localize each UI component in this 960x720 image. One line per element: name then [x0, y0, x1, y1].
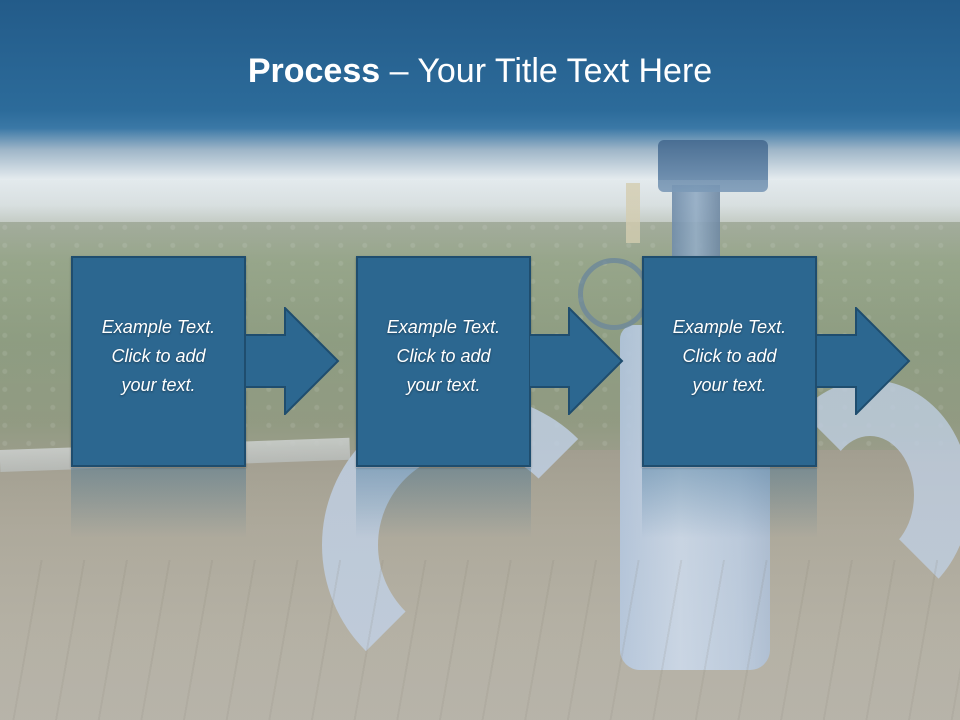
- step-reflection: [356, 468, 531, 538]
- process-step-1[interactable]: Example Text. Click to add your text.: [71, 256, 246, 538]
- step-reflection: [642, 468, 817, 538]
- step-text-line-3: your text.: [406, 375, 481, 395]
- field-post: [626, 183, 640, 243]
- step-text[interactable]: Example Text. Click to add your text.: [369, 313, 519, 400]
- step-text-line-2: Click to add: [111, 346, 206, 366]
- step-text-line-2: Click to add: [396, 346, 491, 366]
- valve-head: [658, 140, 768, 192]
- step-text-line-1: Example Text.: [672, 317, 787, 337]
- step-text-line-3: your text.: [121, 375, 196, 395]
- step-text[interactable]: Example Text. Click to add your text.: [655, 313, 805, 400]
- step-box[interactable]: Example Text. Click to add your text.: [356, 256, 531, 467]
- process-step-2[interactable]: Example Text. Click to add your text.: [356, 256, 531, 538]
- step-text-line-1: Example Text.: [101, 317, 216, 337]
- step-text-line-1: Example Text.: [386, 317, 501, 337]
- right-arrow-icon: [529, 307, 624, 415]
- process-step-3[interactable]: Example Text. Click to add your text.: [642, 256, 817, 538]
- right-arrow-icon: [816, 307, 911, 415]
- step-text[interactable]: Example Text. Click to add your text.: [84, 313, 234, 400]
- step-reflection: [71, 468, 246, 538]
- step-box[interactable]: Example Text. Click to add your text.: [71, 256, 246, 467]
- step-text-line-2: Click to add: [682, 346, 777, 366]
- dry-stalks: [0, 560, 960, 720]
- step-box[interactable]: Example Text. Click to add your text.: [642, 256, 817, 467]
- step-text-line-3: your text.: [692, 375, 767, 395]
- right-arrow-icon: [245, 307, 340, 415]
- sky-gradient: [0, 0, 960, 230]
- slide-title[interactable]: Process – Your Title Text Here: [0, 52, 960, 91]
- title-rest: – Your Title Text Here: [380, 52, 713, 90]
- title-bold: Process: [247, 52, 381, 90]
